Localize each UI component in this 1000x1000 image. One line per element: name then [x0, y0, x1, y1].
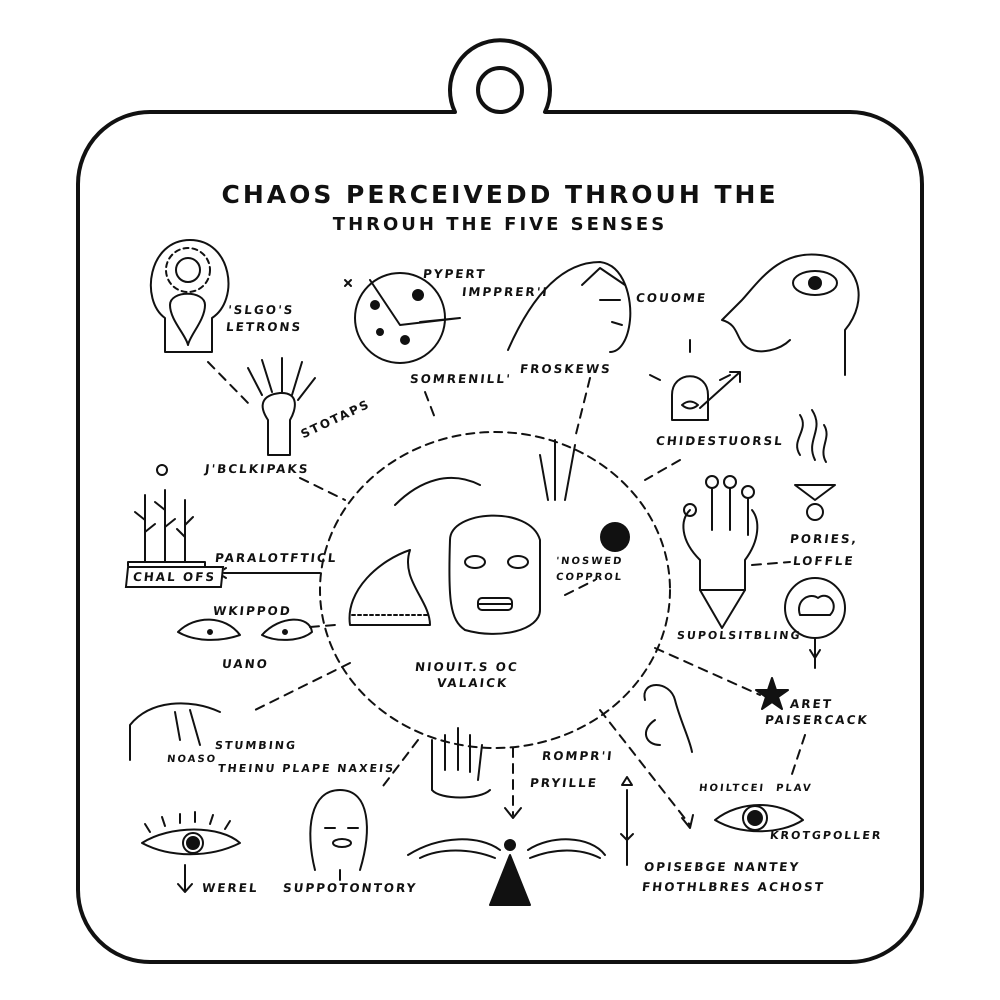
label-jbclkipaks: J'BCLKIPAKS	[204, 462, 311, 476]
label-noaso: NOASO	[166, 754, 218, 765]
spiky-disc-icon	[344, 272, 461, 364]
third-eye-icon	[407, 838, 606, 906]
star-icon	[755, 677, 789, 710]
label-stumbing: STUMBING	[214, 739, 298, 752]
woman-portrait-icon	[309, 789, 368, 881]
reaching-hand-icon	[394, 439, 576, 506]
incense-smoke-icon	[794, 409, 836, 521]
arrow-opisebge	[681, 814, 694, 829]
center-dashed-circle	[319, 431, 671, 749]
label-werel: WEREL	[201, 881, 260, 895]
black-dot-icon	[600, 522, 630, 552]
label-opisebge: OPISEBGE NANTEY	[643, 860, 801, 874]
label-supolsitbling: SUPOLSITBLING	[676, 629, 803, 642]
label-krotgpoller: KROTGPOLLER	[769, 829, 883, 842]
label-loffle: LOFFLE	[792, 554, 856, 568]
label-froskews: FROSKEWS	[519, 362, 613, 376]
label-fhothlbres: FHOTHLBRES ACHOST	[641, 880, 826, 894]
label-pories: PORIES,	[789, 532, 859, 546]
arrow-werel	[177, 864, 193, 893]
label-wkippod: WKIPPOD	[212, 604, 293, 618]
label-suppotontory: SUPPOTONTORY	[282, 881, 419, 895]
label-plav: PLAV	[775, 783, 814, 794]
label-paralotfticl: PARALOTFTICL	[214, 551, 339, 565]
label-pypert: PYPERT	[422, 267, 488, 281]
arrow-paralotfticl	[217, 567, 321, 579]
tag-frame	[76, 38, 924, 964]
label-couome: COUOME	[635, 291, 708, 305]
flower-stem-icon	[620, 776, 634, 866]
veiled-woman-icon	[507, 261, 632, 353]
hanging-hole	[476, 66, 524, 114]
label-copprol: COPPROL	[555, 572, 624, 583]
hand-holding-face-icon	[643, 684, 693, 753]
bulb-head-icon	[150, 239, 230, 353]
label-rompr: ROMPR'I	[541, 749, 615, 763]
arrow-rompr	[504, 807, 522, 819]
label-letrons: LETRONS	[225, 320, 303, 334]
label-somrenill: SOMRENILL'	[409, 372, 513, 386]
label-valaick: VALAICK	[436, 676, 510, 690]
touching-hand-icon	[129, 702, 221, 761]
label-niouits: NIOUIT.S OC	[414, 660, 520, 674]
label-paisercack: PAISERCACK	[764, 713, 870, 727]
closed-eyes-icon	[177, 618, 313, 641]
fingertips-hand-icon	[682, 475, 759, 629]
title-line-1: CHAOS PERCEIVEDD THROUH THE	[221, 180, 779, 209]
shrouded-figure-icon	[348, 549, 431, 626]
label-noswed: 'NOSWED	[555, 556, 624, 567]
label-chalofs: CHAL OFS	[124, 566, 225, 588]
title-line-2: THROUH THE FIVE SENSES	[332, 214, 668, 235]
profile-head-eye-icon	[721, 253, 860, 376]
cloud-globe-icon	[784, 577, 846, 669]
label-slgos: 'SLGO'S	[227, 303, 296, 317]
radiating-hand-icon	[247, 357, 316, 456]
label-aret: ARET	[789, 697, 834, 711]
label-chidestuorsl: CHIDESTUORSL	[655, 434, 785, 448]
open-hand-icon	[431, 727, 491, 799]
radiating-head-icon	[649, 339, 741, 421]
label-theinu: THEINU PLAPE NAXEIS	[217, 762, 396, 775]
central-face-icon	[448, 514, 541, 635]
label-hoiltcei: HOILTCEI	[698, 783, 766, 794]
label-uano: UANO	[221, 657, 270, 671]
connector-lines	[207, 361, 806, 826]
label-impprer: IMPPRER'I	[461, 285, 550, 299]
watching-eye-icon	[714, 804, 804, 833]
label-pryille: PRYILLE	[529, 776, 599, 790]
lashed-eye-icon	[141, 811, 241, 856]
